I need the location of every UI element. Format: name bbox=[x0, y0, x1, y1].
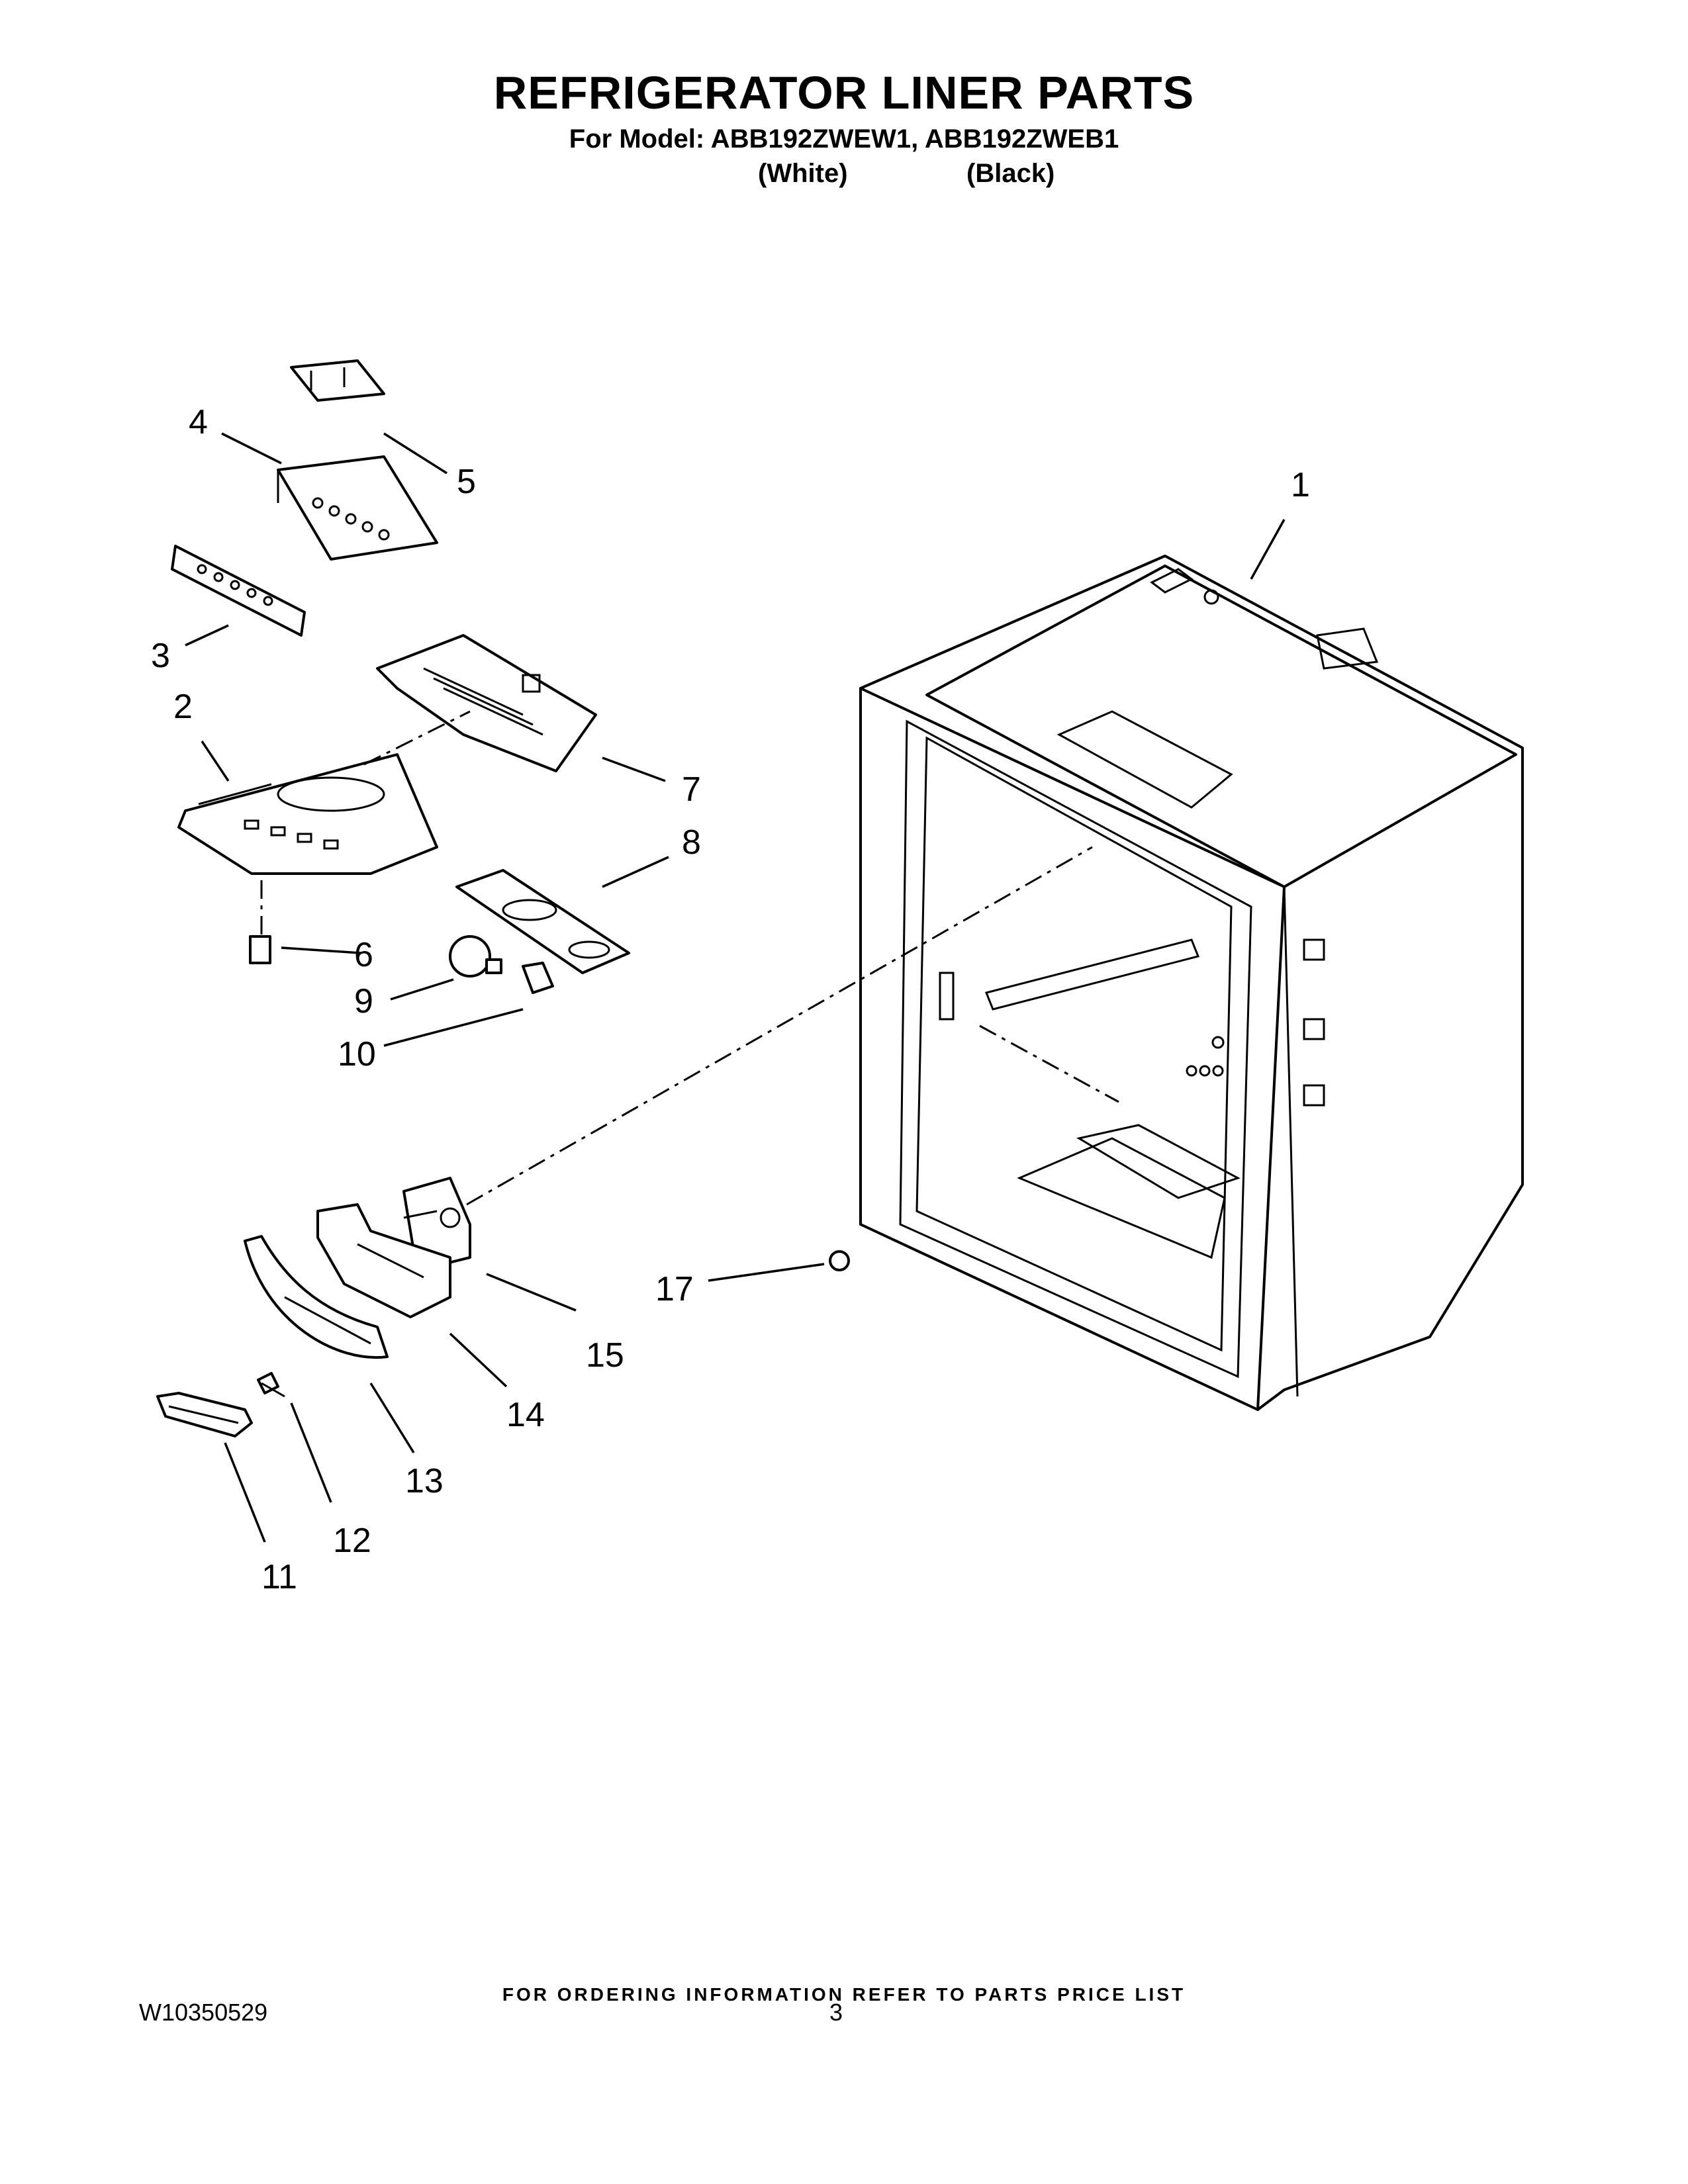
page-number: 3 bbox=[829, 1999, 843, 2026]
page-title: REFRIGERATOR LINER PARTS bbox=[493, 67, 1195, 118]
callout-2: 2 bbox=[173, 688, 193, 726]
leader-8 bbox=[602, 856, 669, 888]
part-10-socket bbox=[522, 962, 554, 994]
assembly-line bbox=[979, 1024, 1119, 1103]
leader-6 bbox=[281, 946, 361, 954]
part-1-liner bbox=[859, 555, 1524, 1411]
leader-10 bbox=[383, 1008, 524, 1047]
leader-17 bbox=[708, 1263, 825, 1282]
leader-1 bbox=[1250, 519, 1286, 580]
callout-3: 3 bbox=[151, 637, 170, 675]
leader-3 bbox=[185, 624, 229, 647]
leader-7 bbox=[602, 756, 666, 782]
callout-11: 11 bbox=[261, 1558, 297, 1596]
part-4-housing bbox=[277, 455, 438, 561]
callout-9: 9 bbox=[354, 982, 373, 1021]
leader-4 bbox=[221, 432, 282, 465]
callout-10: 10 bbox=[338, 1035, 376, 1073]
part-7-cover bbox=[376, 634, 597, 772]
callout-12: 12 bbox=[333, 1522, 371, 1560]
part-9-bulb bbox=[449, 935, 502, 978]
part-6-switch bbox=[249, 935, 271, 964]
callout-4: 4 bbox=[189, 403, 208, 441]
part-17-screw bbox=[829, 1250, 850, 1271]
leader-11 bbox=[224, 1442, 266, 1543]
part-14-dispenser-base bbox=[316, 1203, 451, 1318]
part-5-bracket bbox=[290, 359, 385, 402]
callout-8: 8 bbox=[682, 823, 701, 862]
assembly-line bbox=[363, 710, 471, 766]
model-line: For Model: ABB192ZWEW1, ABB192ZWEB1 bbox=[569, 124, 1119, 154]
callout-15: 15 bbox=[586, 1336, 624, 1375]
leader-9 bbox=[390, 978, 454, 1001]
callout-14: 14 bbox=[506, 1396, 545, 1434]
callout-13: 13 bbox=[405, 1462, 444, 1500]
leader-15 bbox=[486, 1273, 577, 1312]
part-11-trim bbox=[156, 1392, 253, 1437]
leader-2 bbox=[201, 741, 230, 782]
callout-1: 1 bbox=[1291, 466, 1310, 504]
part-8-light-lens bbox=[455, 869, 630, 974]
variant-black-label: (Black) bbox=[966, 159, 1055, 188]
leader-13 bbox=[369, 1383, 415, 1453]
part-3-label bbox=[171, 545, 306, 637]
part-2-control-housing bbox=[177, 753, 438, 875]
part-13-bezel bbox=[244, 1235, 389, 1359]
ordering-note: FOR ORDERING INFORMATION REFER TO PARTS … bbox=[502, 1984, 1186, 2005]
leader-14 bbox=[449, 1332, 508, 1388]
leader-5 bbox=[383, 432, 447, 475]
callout-7: 7 bbox=[682, 770, 701, 809]
assembly-line bbox=[466, 846, 1093, 1206]
document-id: W10350529 bbox=[139, 1999, 268, 2026]
callout-5: 5 bbox=[457, 463, 476, 501]
callout-6: 6 bbox=[354, 936, 373, 974]
variant-white-label: (White) bbox=[758, 159, 848, 188]
callout-17: 17 bbox=[655, 1270, 694, 1308]
leader-12 bbox=[290, 1402, 332, 1503]
part-12-screw bbox=[257, 1372, 285, 1398]
